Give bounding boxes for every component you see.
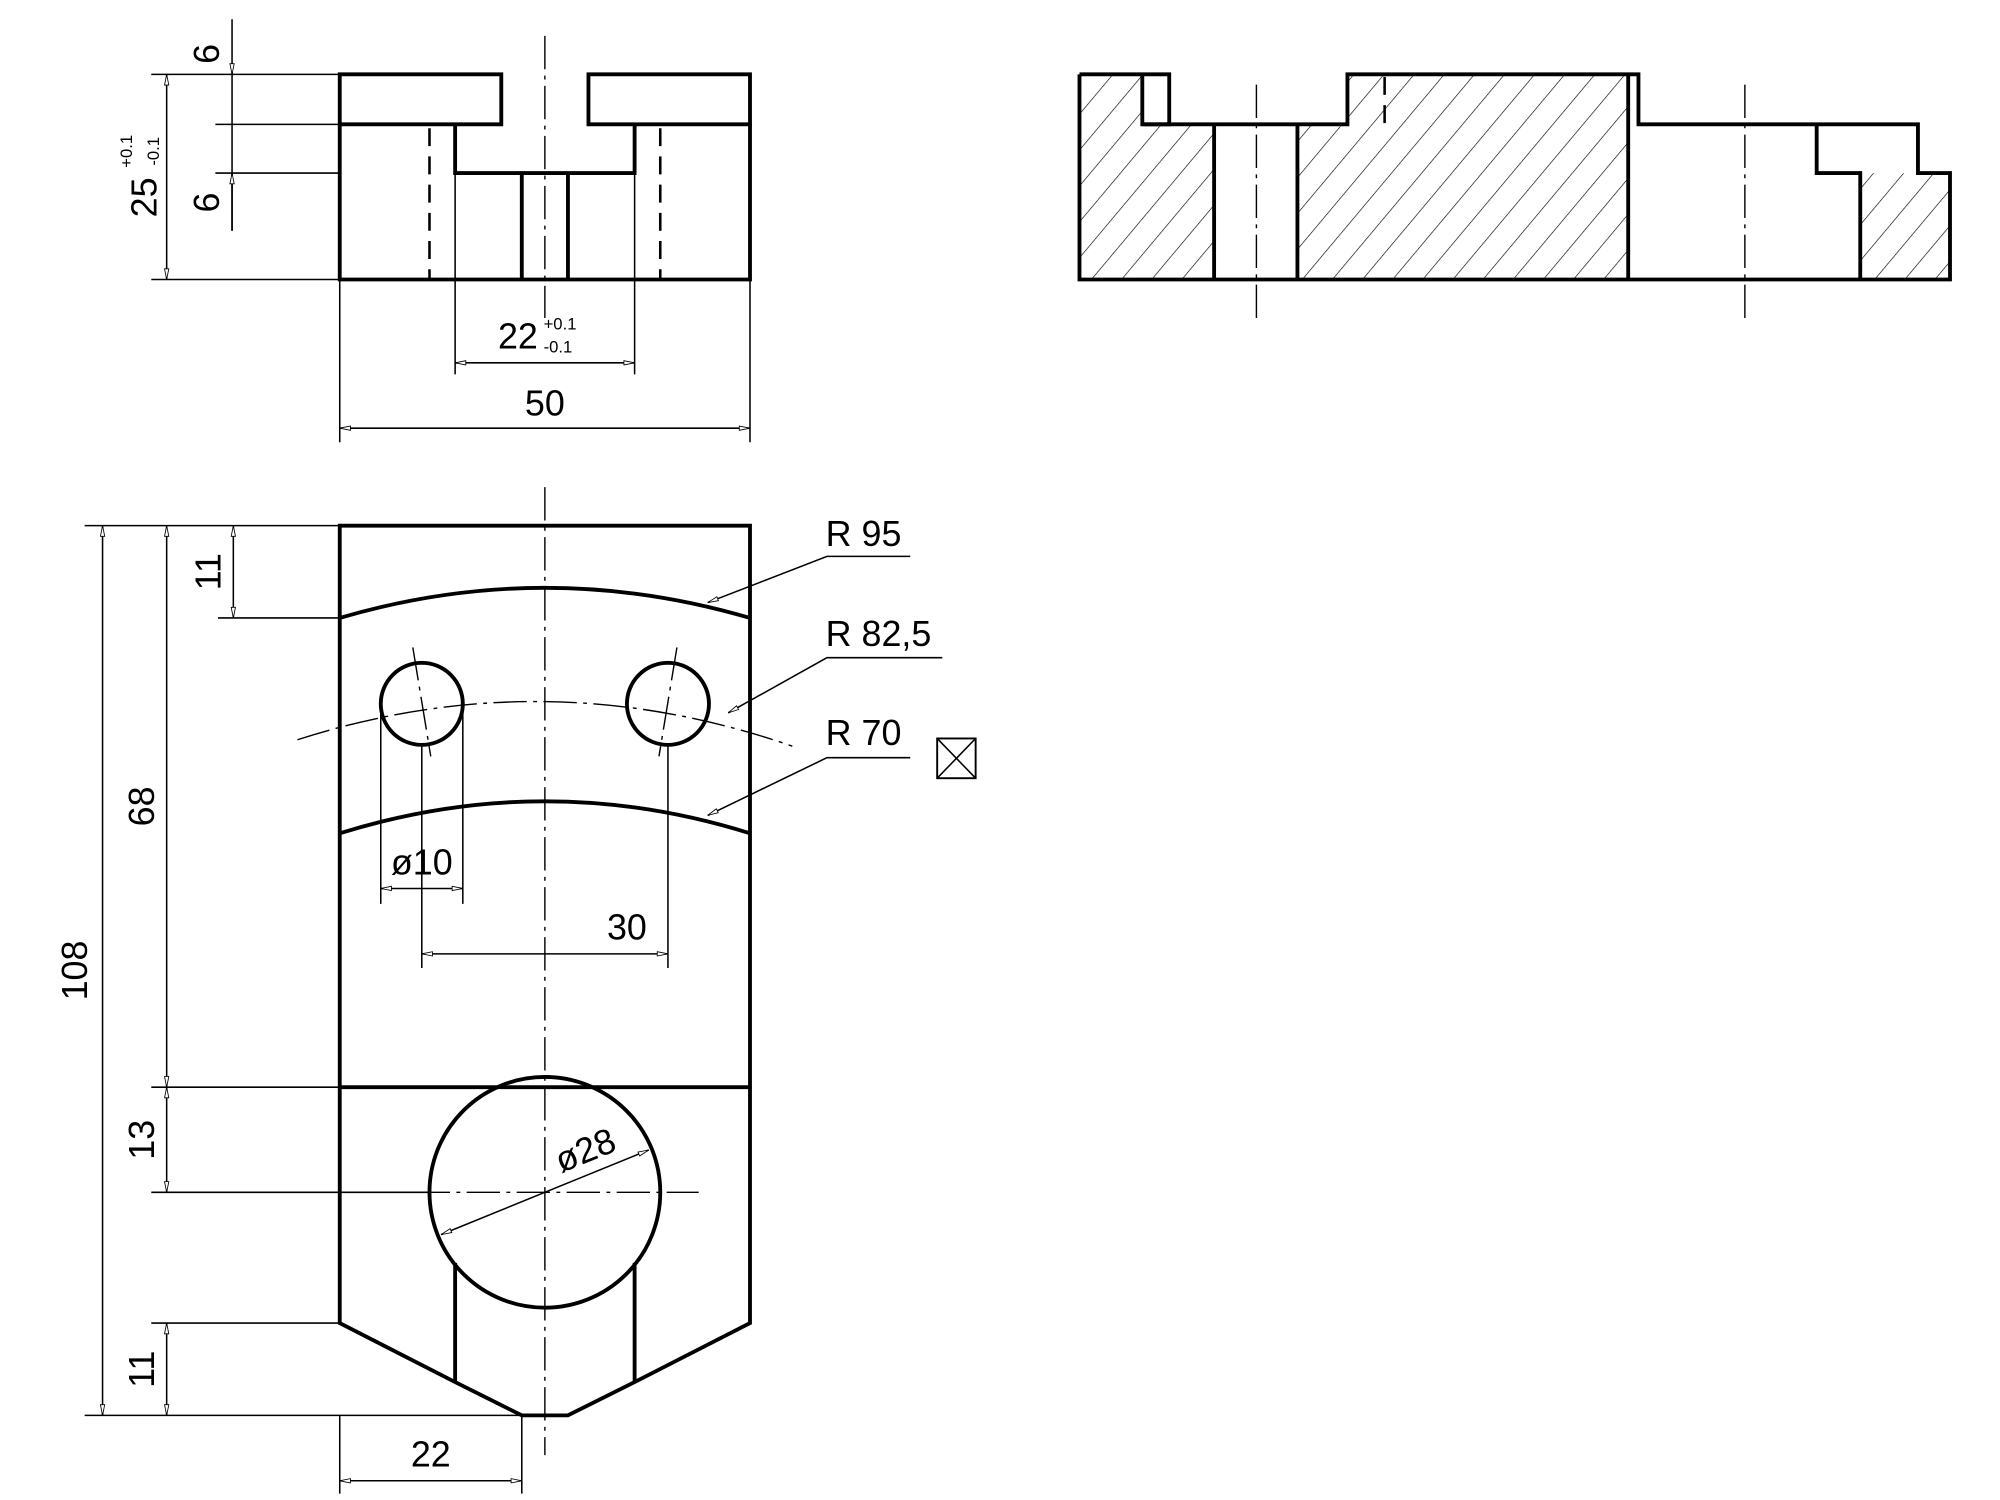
dim-hole-spacing: 30	[607, 908, 647, 948]
dim-chamfer-width: 22	[411, 1435, 451, 1475]
dim-mid-step: 6	[187, 193, 227, 213]
dim-slot-width-tol-lower: -0.1	[544, 338, 573, 357]
flat-surface-marker-icon	[936, 737, 977, 780]
radius-outer-label: R 95	[826, 514, 902, 554]
dim-overall-height: 25	[124, 177, 164, 217]
dim-overall-width: 50	[525, 383, 565, 423]
dim-bore-offset: 13	[122, 1120, 162, 1160]
top-view: 108 68 11 13 11 22 ø10 30 ø28 R 95 R 82,…	[55, 487, 977, 1494]
dim-slot-width: 22	[498, 317, 538, 357]
dim-overall-height-tol-lower: -0.1	[144, 137, 163, 166]
dim-length-68: 68	[122, 786, 162, 826]
dim-top-step: 6	[187, 44, 227, 64]
dim-bore-diameter: ø28	[549, 1120, 621, 1180]
radius-inner-label: R 70	[826, 713, 902, 753]
dim-overall-length: 108	[55, 941, 95, 1001]
dim-overall-height-tol-upper: +0.1	[117, 135, 136, 168]
front-view: 6 6 25 +0.1 -0.1 22 +0.1 -0.1 50	[117, 19, 752, 443]
dim-top-offset: 11	[189, 553, 229, 590]
dim-slot-width-tol-upper: +0.1	[544, 314, 577, 333]
radius-pitch-label: R 82,5	[826, 614, 932, 654]
dim-bottom-chamfer: 11	[122, 1351, 162, 1388]
section-view	[1077, 72, 1952, 321]
